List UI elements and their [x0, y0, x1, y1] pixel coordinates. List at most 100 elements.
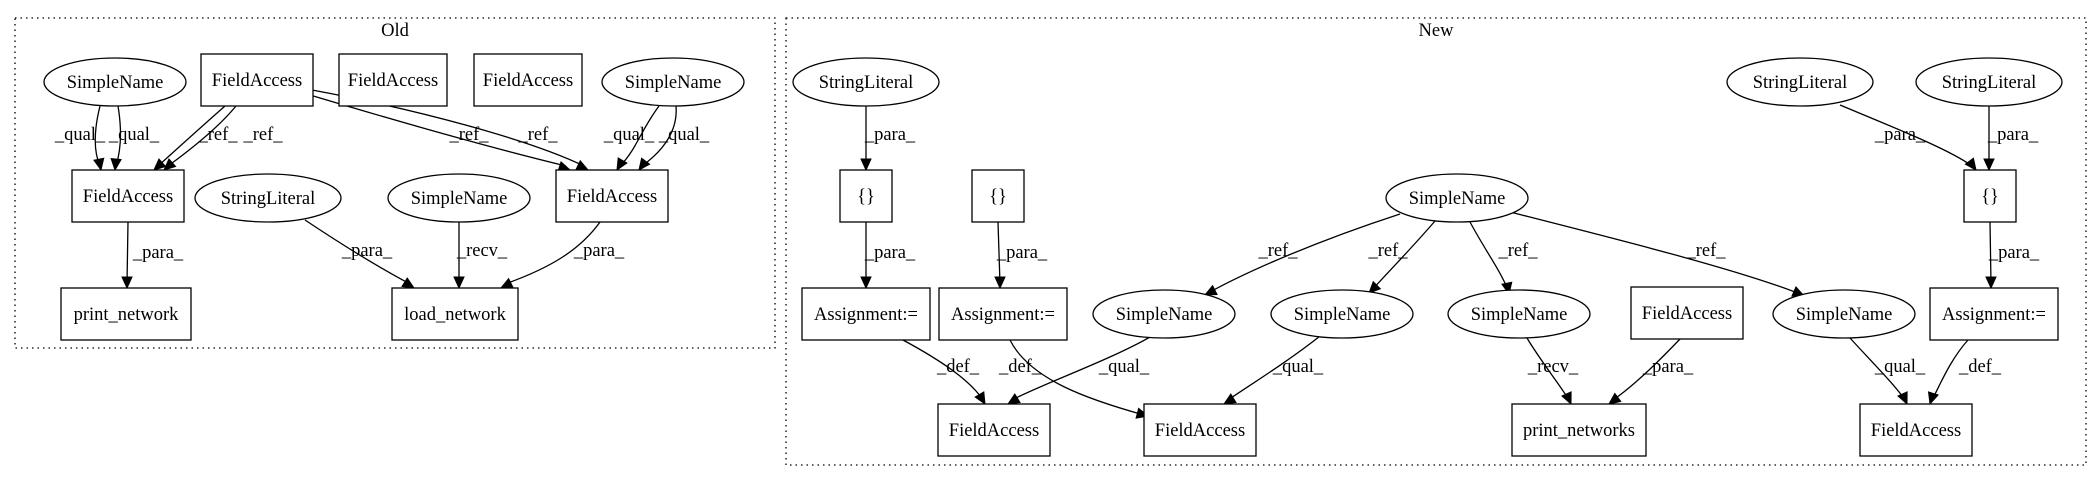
edge-arrowhead [1927, 391, 1939, 406]
edge-line [304, 219, 411, 285]
node-label: FieldAccess [483, 71, 573, 91]
node-label: SimpleName [411, 189, 508, 209]
node-box [971, 169, 1025, 223]
node-ellipse [43, 57, 187, 107]
edge-label: _para_ [864, 125, 916, 145]
node-label: FieldAccess [212, 71, 302, 91]
edge-label: _def_ [998, 357, 1042, 377]
node-box [839, 169, 893, 223]
node-o_sn3: SimpleName [387, 173, 531, 223]
edge-arrowhead [163, 158, 177, 171]
node-n_sn_a: SimpleName [1092, 289, 1236, 339]
edge-arrowhead [616, 157, 628, 172]
edge-arrowhead [1964, 157, 1977, 171]
node-box [937, 403, 1051, 457]
edge-line [1612, 338, 1681, 401]
edge-line [504, 221, 601, 285]
node-ellipse [194, 173, 342, 223]
node-ellipse [1385, 173, 1529, 223]
edge-label: _def_ [1958, 357, 2002, 377]
node-box [1630, 286, 1744, 340]
edge-line [1509, 211, 1801, 295]
node-label: SimpleName [67, 73, 164, 93]
node-ellipse [792, 57, 940, 107]
node-n_sn_b: SimpleName [1270, 289, 1414, 339]
edge-n_br2-to-n_as2: _para_ [994, 221, 1048, 290]
edge-o_fa_right-to-o_load: _para_ [499, 221, 625, 289]
edge-label: _para_ [1987, 125, 2039, 145]
node-o_sn2: SimpleName [601, 57, 745, 107]
edge-label: _ref_ [517, 125, 558, 145]
edge-arrowhead [1222, 393, 1237, 405]
edge-n_br1-to-n_as1: _para_ [860, 222, 916, 290]
edge-arrowhead [1561, 391, 1572, 406]
node-label: {} [1981, 187, 1999, 207]
node-box [1963, 169, 2017, 223]
node-ellipse [601, 57, 745, 107]
node-n_br3: {} [1963, 169, 2017, 223]
clusters-layer: Old New [14, 17, 2087, 466]
node-box [338, 53, 448, 107]
node-n_fa3: FieldAccess [1859, 403, 1973, 457]
cluster-new-border [785, 17, 2087, 466]
edge-arrowhead [121, 276, 133, 290]
edge-n_as2-to-n_fa2: _def_ [998, 339, 1150, 419]
node-o_sn1: SimpleName [43, 57, 187, 107]
edge-line [1839, 104, 1973, 167]
edge-arrowhead [153, 158, 167, 171]
node-box [391, 287, 519, 341]
node-ellipse [1772, 289, 1916, 339]
node-label: print_networks [1523, 421, 1635, 441]
node-n_br2: {} [971, 169, 1025, 223]
node-ellipse [1726, 57, 1874, 107]
edge-label: _para_ [1642, 357, 1694, 377]
edge-label: _qual_ [658, 125, 710, 145]
edge-n_sn_top-to-n_sn_a: _ref_ [1203, 213, 1401, 296]
node-o_fa_lone2: FieldAccess [473, 53, 583, 107]
edge-o_sn2-to-o_fa_right: _qual_ [603, 105, 660, 172]
node-n_print: print_networks [1511, 403, 1647, 457]
edge-line [902, 339, 984, 401]
cluster-old: Old [14, 17, 776, 349]
edge-label: _ref_ [242, 125, 283, 145]
node-box [1929, 287, 2059, 341]
edge-label: _ref_ [1497, 241, 1538, 261]
node-o_fa_top: FieldAccess [200, 53, 314, 107]
node-label: StringLiteral [819, 73, 914, 93]
cluster-old-border [14, 17, 776, 349]
node-label: FieldAccess [567, 187, 657, 207]
edge-n_sn_top-to-n_sn_d: _ref_ [1509, 211, 1806, 297]
edge-label: _para_ [132, 243, 184, 263]
edge-label: _para_ [1874, 125, 1926, 145]
edge-label: _para_ [864, 243, 916, 263]
node-n_as2: Assignment:= [938, 287, 1068, 341]
node-label: FieldAccess [1871, 421, 1961, 441]
edge-n_sn_top-to-n_sn_b: _ref_ [1367, 220, 1436, 294]
edge-n_br3-to-n_as3: _para_ [1985, 221, 2040, 290]
edge-line [1989, 221, 1992, 285]
edge-o_fa_top-to-o_fa_left: _ref_ [153, 105, 238, 171]
node-label: SimpleName [1471, 305, 1568, 325]
cluster-new: New [785, 17, 2087, 466]
node-ellipse [387, 173, 531, 223]
node-o_fa_left: FieldAccess [71, 169, 185, 223]
node-o_fa_right: FieldAccess [555, 169, 669, 223]
node-label: {} [857, 187, 875, 207]
edge-arrowhead [1006, 393, 1021, 405]
node-label: StringLiteral [1942, 73, 2037, 93]
node-box [200, 53, 314, 107]
edge-label: _para_ [996, 243, 1048, 263]
node-label: {} [989, 187, 1007, 207]
node-o_sl: StringLiteral [194, 173, 342, 223]
node-label: SimpleName [1409, 189, 1506, 209]
edge-arrowhead [994, 276, 1006, 290]
edge-line [126, 221, 129, 285]
node-label: load_network [404, 305, 506, 325]
edge-n_sn_c-to-n_print: _recv_ [1526, 337, 1579, 406]
node-label: FieldAccess [83, 187, 173, 207]
cluster-new-label: New [1419, 21, 1455, 41]
edge-line [167, 105, 237, 167]
node-n_fa_mid: FieldAccess [1630, 286, 1744, 340]
node-box [1859, 403, 1973, 457]
edge-label: _para_ [573, 241, 625, 261]
